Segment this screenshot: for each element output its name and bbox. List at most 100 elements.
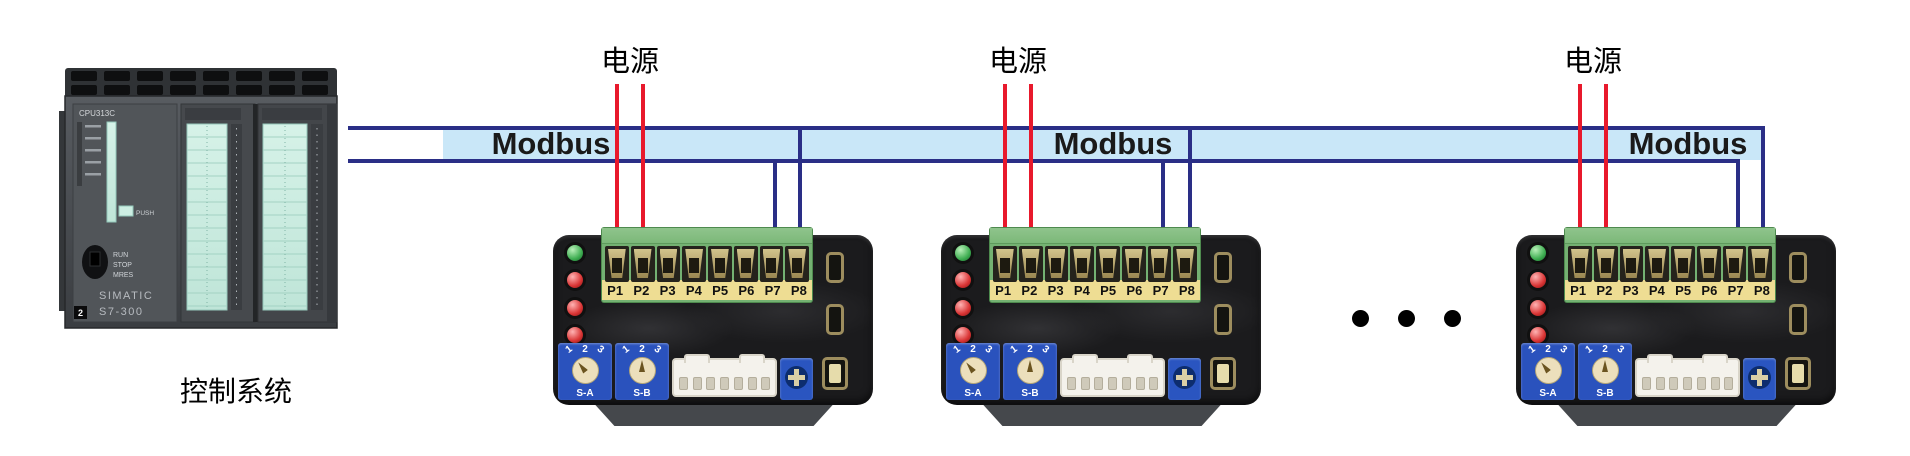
switch-label: S-B: [633, 388, 651, 399]
connector-pin: [1710, 377, 1720, 390]
side-pad: [1785, 357, 1811, 390]
terminal-clamp-p1: [605, 246, 629, 282]
dial-pointer: [1602, 360, 1608, 372]
terminal-clamp-p5: [1096, 246, 1120, 282]
clamp-metal: [1751, 249, 1769, 278]
modbus-tap-p7-module2: [1161, 159, 1165, 232]
plc-push-label: PUSH: [136, 210, 154, 217]
side-pad: [1789, 304, 1807, 335]
signal-connector: [672, 354, 777, 397]
dial-number: 1: [563, 343, 575, 356]
terminal-clamp-p7: [1722, 246, 1747, 282]
dial-numbers: 1 2 3: [615, 344, 669, 357]
clamp-metal: [711, 249, 729, 278]
clamp-metal: [1047, 249, 1066, 278]
terminal-clamp-p8: [1173, 246, 1197, 282]
red-status-led: [1527, 269, 1549, 291]
terminal-clamp-p1: [1568, 246, 1592, 282]
switch-label: S-B: [1021, 388, 1039, 399]
plc-brand: SIMATIC: [99, 290, 153, 302]
terminal-block-top: [1565, 228, 1775, 244]
side-pad: [822, 357, 848, 390]
connector-pin: [747, 377, 757, 390]
terminal-clamp-p5: [708, 246, 732, 282]
pot-screw: [1173, 366, 1196, 389]
side-pad: [826, 304, 844, 335]
port-label: P5: [1100, 282, 1117, 298]
dial-number: 3: [1558, 343, 1570, 356]
plc-cpu-label: CPU313C: [79, 109, 115, 118]
port-label: P4: [685, 282, 702, 298]
clamp-metal: [1699, 249, 1718, 278]
dial-number: 1: [1008, 343, 1020, 356]
modbus-tap-p8-module1: [798, 126, 802, 232]
dial-number: 3: [1040, 343, 1052, 356]
port-label: P3: [1622, 282, 1639, 298]
dial-numbers: 1 2 3: [1003, 344, 1057, 357]
clamp-metal: [1648, 249, 1666, 278]
signal-connector: [1635, 354, 1740, 397]
side-pad: [1789, 252, 1807, 283]
modbus-tap-p8-module2: [1188, 126, 1192, 232]
port-label: P6: [1701, 282, 1718, 298]
terminal-clamp-p4: [1070, 246, 1094, 282]
side-pad: [1214, 252, 1232, 283]
clamp-metal: [685, 249, 703, 278]
terminal-clamps-row: [1565, 244, 1775, 282]
port-label: P4: [1648, 282, 1665, 298]
terminal-block: P1 P2 P3 P4 P5 P6 P7 P8: [602, 228, 812, 302]
terminal-clamp-p1: [993, 246, 1017, 282]
plc-model: S7-300: [99, 306, 143, 318]
power-label-2: 电源: [988, 46, 1047, 78]
port-label: P6: [1126, 282, 1143, 298]
plc-mode-stop: STOP: [113, 262, 132, 269]
pot-screw-slot: [1182, 369, 1187, 386]
dial-number: 2: [639, 344, 645, 355]
red-status-led: [952, 269, 974, 291]
plc-mode-mres: MRES: [113, 272, 134, 279]
terminal-block-top: [602, 228, 812, 244]
clamp-metal: [736, 249, 755, 278]
terminal-clamp-p4: [682, 246, 706, 282]
terminal-clamp-p6: [733, 246, 758, 282]
port-label: P8: [1178, 282, 1195, 298]
side-pad-inner: [1217, 364, 1229, 383]
port-label: P5: [712, 282, 729, 298]
dial-numbers: 1 2 3: [1521, 344, 1575, 357]
port-label: P7: [1152, 282, 1169, 298]
port-label: P7: [1727, 282, 1744, 298]
side-pad: [1210, 357, 1236, 390]
dial-number: 3: [1615, 343, 1627, 356]
terminal-clamp-p2: [1593, 246, 1618, 282]
terminal-clamp-p8: [785, 246, 809, 282]
terminal-clamp-p7: [759, 246, 784, 282]
port-label: P2: [1596, 282, 1613, 298]
terminal-block: P1 P2 P3 P4 P5 P6 P7 P8: [1565, 228, 1775, 302]
connector-pin: [1655, 377, 1665, 390]
connector-pin: [1135, 377, 1145, 390]
switch-label: S-A: [1539, 388, 1557, 399]
connector-pin: [678, 377, 688, 390]
port-label-strip: P1 P2 P3 P4 P5 P6 P7 P8: [602, 280, 812, 300]
driver-module-2: P1 P2 P3 P4 P5 P6 P7 P8 1 2 3 S-A 1: [941, 228, 1261, 427]
dial-pointer: [1539, 360, 1551, 373]
switch-label: S-A: [964, 388, 982, 399]
terminal-clamp-p6: [1121, 246, 1146, 282]
power-wire-module2-a: [1003, 84, 1007, 232]
clamp-metal: [1622, 249, 1641, 278]
side-pad: [1214, 304, 1232, 335]
connector-pin: [720, 377, 729, 390]
terminal-clamp-p7: [1147, 246, 1172, 282]
dial-number: 1: [1526, 343, 1538, 356]
connector-pin: [1066, 377, 1076, 390]
terminal-clamp-p2: [630, 246, 655, 282]
connector-pin: [1683, 377, 1692, 390]
clamp-metal: [996, 249, 1014, 278]
pot-screw: [785, 366, 808, 389]
port-label: P8: [1753, 282, 1770, 298]
port-label: P6: [738, 282, 755, 298]
green-status-led: [564, 242, 586, 264]
modbus-bus-bar: [443, 130, 1763, 160]
connector-pin: [706, 377, 716, 390]
